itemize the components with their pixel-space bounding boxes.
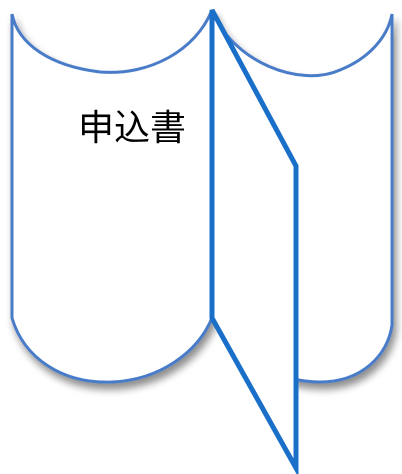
fold-flap <box>209 8 299 474</box>
left-page-panel <box>10 9 214 384</box>
document-label: 申込書 <box>78 108 186 149</box>
